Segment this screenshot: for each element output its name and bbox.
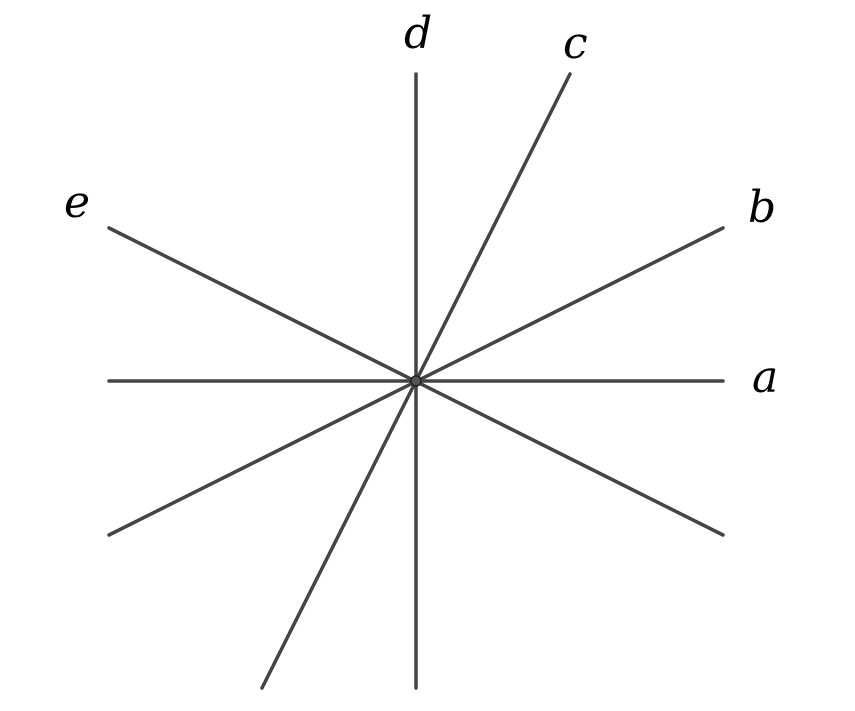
- label-c: c: [563, 18, 588, 69]
- label-a: a: [752, 352, 778, 403]
- label-b: b: [748, 182, 776, 233]
- label-e: e: [64, 177, 90, 228]
- intersection-point: [410, 375, 422, 387]
- label-d: d: [404, 8, 432, 59]
